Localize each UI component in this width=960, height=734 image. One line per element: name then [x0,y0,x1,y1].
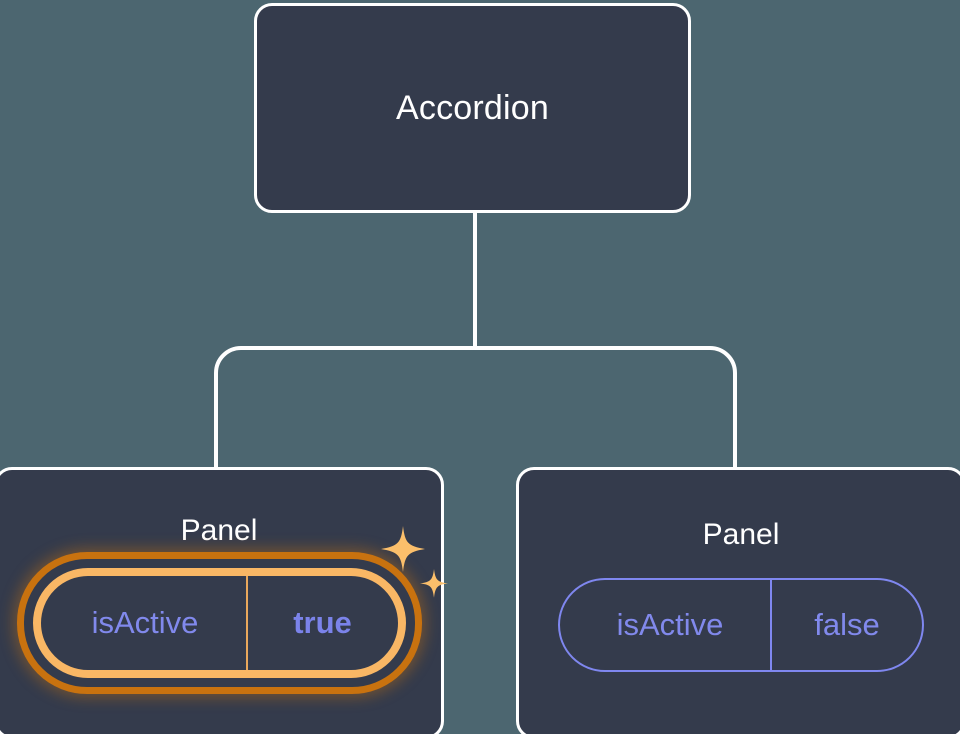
prop-value-left: true [293,605,352,640]
prop-value-right: false [814,607,880,642]
node-panel-left[interactable]: Panel isActive true [0,467,448,734]
node-panel-left-title: Panel [180,514,258,547]
prop-pill-isactive-false[interactable]: isActive false [558,578,924,672]
prop-divider-right [770,580,772,670]
node-panel-right-title: Panel [702,518,780,551]
prop-key-right: isActive [616,607,724,642]
prop-divider-left [245,576,248,670]
sparkle-small-icon [419,569,448,598]
prop-pill-right-wrapper: isActive false [558,578,924,672]
prop-key-left: isActive [91,605,199,640]
node-panel-right[interactable]: Panel isActive false [516,467,960,734]
prop-pill-left-wrapper: isActive true [16,526,448,694]
node-accordion-title: Accordion [396,89,549,127]
highlight-glow-ring [16,552,422,694]
edge-to-left-panel [214,346,475,470]
prop-pill-isactive-true[interactable]: isActive true [32,568,406,678]
node-accordion[interactable]: Accordion [254,3,691,213]
edge-to-right-panel [475,346,737,470]
